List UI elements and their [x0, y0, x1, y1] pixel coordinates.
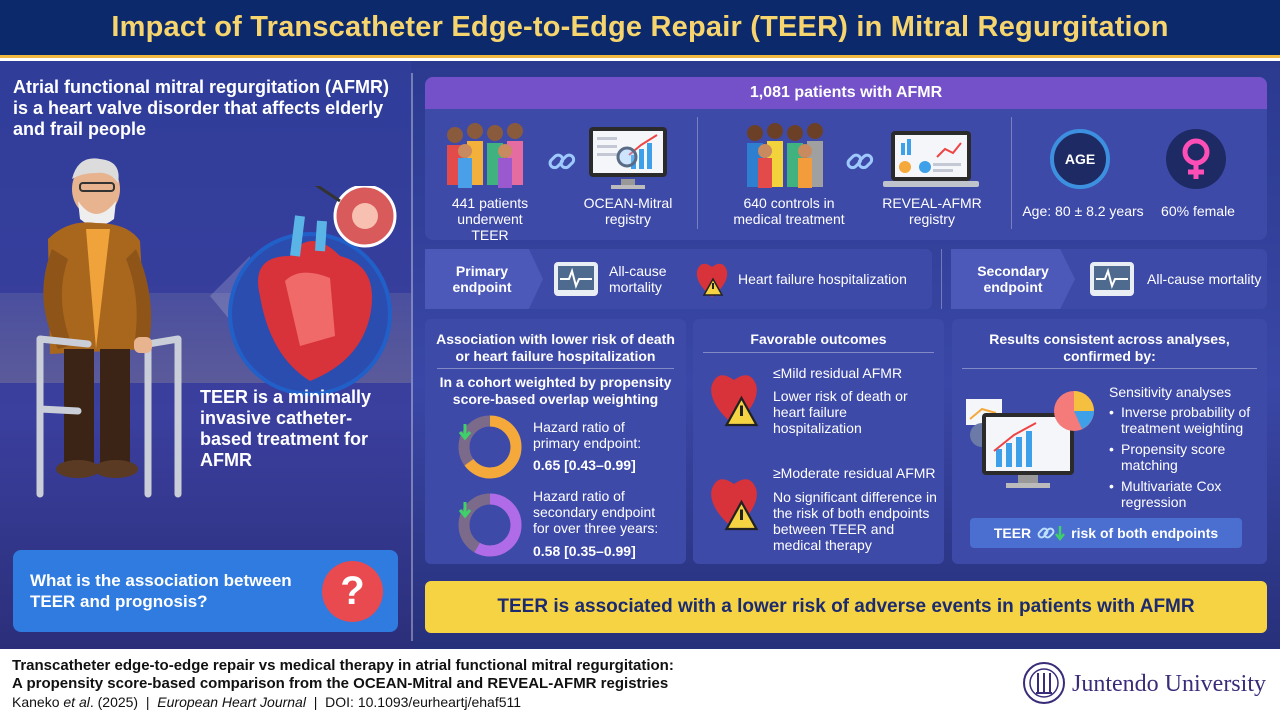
- elderly-man-walker-illustration: [36, 158, 182, 498]
- bullet: •: [1109, 441, 1114, 457]
- list-item-text: Multivariate Cox regression: [1121, 478, 1222, 510]
- group-separator: [1011, 117, 1012, 229]
- heart-anatomy-illustration: [210, 186, 397, 396]
- hazard-ratio-donut-primary: [458, 415, 522, 479]
- teer-description: TEER is a minimally invasive catheter-ba…: [200, 387, 372, 470]
- registry-monitor-chart-icon: [589, 127, 667, 189]
- list-item: • Multivariate Cox regression: [1109, 478, 1264, 510]
- teer-risk-badge: TEER risk of both endpoints: [970, 518, 1242, 548]
- badge-risk-text: risk of both endpoints: [1071, 525, 1219, 541]
- link-down-arrow-icon: [1037, 526, 1066, 542]
- primary-endpoint-tag: [425, 249, 543, 309]
- sensitivity-title: Sensitivity analyses: [1109, 384, 1232, 400]
- group-separator: [697, 117, 698, 229]
- female-label: 60% female: [1161, 203, 1235, 219]
- outcomes-rule: [703, 352, 934, 353]
- secondary-endpoint-tag: [951, 249, 1075, 309]
- mild-afmr-title: ≤Mild residual AFMR: [773, 365, 903, 381]
- registry-laptop-chart-icon: [883, 131, 979, 187]
- hr1-value: 0.65 [0.43–0.99]: [533, 457, 636, 473]
- primary-endpoint-mortality: All-cause mortality: [609, 263, 667, 295]
- main-area: Atrial functional mitral regurgitation (…: [0, 61, 1280, 649]
- university-seal-icon: [1023, 662, 1065, 704]
- list-item-text: Propensity score matching: [1121, 441, 1226, 473]
- hr2-label: Hazard ratio of secondary endpoint for o…: [533, 488, 659, 536]
- question-box: What is the association between TEER and…: [13, 550, 398, 632]
- question-text: What is the association between TEER and…: [30, 571, 292, 611]
- association-subheader: In a cohort weighted by propensity score…: [439, 374, 672, 407]
- citation-authors: Kaneko: [12, 694, 64, 710]
- heart-warning-icon: [696, 263, 728, 297]
- association-rule: [437, 368, 674, 369]
- heart-monitor-icon: [1090, 262, 1134, 296]
- citation-journal: European Heart Journal: [157, 694, 306, 710]
- secondary-endpoint-mortality: All-cause mortality: [1147, 271, 1262, 287]
- teer-group-label: 441 patients underwent TEER: [451, 195, 529, 240]
- vertical-divider: [411, 73, 413, 641]
- people-group-icon: [447, 123, 523, 188]
- left-panel: Atrial functional mitral regurgitation (…: [0, 61, 411, 649]
- population-panel: 1,081 patients with AFMR 441 patients un…: [425, 77, 1267, 240]
- heart-warning-icon: [711, 375, 759, 427]
- citation-year: . (2025) |: [89, 694, 158, 710]
- heart-warning-icon: [711, 479, 759, 531]
- consistency-header: Results consistent across analyses, conf…: [989, 331, 1230, 364]
- badge-teer-text: TEER: [993, 525, 1032, 541]
- heart-monitor-icon: [554, 262, 598, 296]
- primary-endpoint-label: Primary endpoint: [452, 263, 512, 295]
- outcomes-card: Favorable outcomes ≤Mild residual AFMR L…: [693, 319, 944, 564]
- footer: Transcatheter edge-to-edge repair vs med…: [0, 651, 1280, 719]
- ocean-registry-label: OCEAN-Mitral registry: [583, 195, 673, 227]
- citation-reference: Kaneko et al. (2025) | European Heart Jo…: [12, 694, 521, 710]
- citation-doi: | DOI: 10.1093/eurheartj/ehaf511: [305, 694, 522, 710]
- university-logo: Juntendo University: [1022, 659, 1272, 707]
- bullet: •: [1109, 478, 1114, 494]
- moderate-afmr-title: ≥Moderate residual AFMR: [773, 465, 936, 481]
- outcomes-header: Favorable outcomes: [750, 331, 887, 347]
- primary-endpoint-box: Primary endpoint All-cause mortality Hea…: [425, 249, 932, 309]
- hr1-label: Hazard ratio of primary endpoint:: [533, 419, 642, 451]
- afmr-intro-text: Atrial functional mitral regurgitation (…: [13, 77, 389, 139]
- citation-etal: et al: [63, 694, 90, 710]
- sensitivity-list: • Inverse probability of treatment weight…: [1109, 404, 1264, 510]
- association-header: Association with lower risk of death or …: [436, 331, 675, 364]
- university-name: Juntendo University: [1072, 671, 1266, 697]
- hazard-ratio-donut-secondary: [458, 493, 522, 557]
- page-title: Impact of Transcatheter Edge-to-Edge Rep…: [111, 11, 1169, 43]
- citation-title: Transcatheter edge-to-edge repair vs med…: [12, 657, 674, 693]
- link-chain-icon: [548, 153, 576, 170]
- analysis-monitor-chart-icon: [966, 391, 1094, 488]
- secondary-endpoint-box: Secondary endpoint All-cause mortality: [951, 249, 1267, 309]
- control-group-label: 640 controls in medical treatment: [733, 195, 845, 227]
- question-mark-icon: ?: [322, 561, 383, 622]
- reveal-registry-label: REVEAL-AFMR registry: [882, 195, 982, 227]
- endpoint-separator: [941, 249, 942, 309]
- hr2-value: 0.58 [0.35–0.99]: [533, 543, 636, 559]
- female-symbol-icon: [1182, 138, 1210, 179]
- consistency-rule: [962, 368, 1257, 369]
- age-badge-text: AGE: [1064, 151, 1096, 167]
- bullet: •: [1109, 404, 1114, 420]
- citation-title-line1: Transcatheter edge-to-edge repair vs med…: [12, 657, 674, 674]
- endpoints-row: Primary endpoint All-cause mortality Hea…: [425, 249, 1267, 309]
- consistency-card: Results consistent across analyses, conf…: [952, 319, 1267, 564]
- mild-afmr-text: Lower risk of death or heart failure hos…: [773, 388, 908, 436]
- secondary-endpoint-label: Secondary endpoint: [977, 263, 1049, 295]
- list-item: • Inverse probability of treatment weight…: [1109, 404, 1264, 436]
- population-header: 1,081 patients with AFMR: [425, 77, 1267, 109]
- people-group-icon: [747, 123, 823, 188]
- age-label: Age: 80 ± 8.2 years: [1022, 203, 1144, 219]
- link-chain-icon: [846, 153, 874, 170]
- primary-endpoint-hf-hospitalization: Heart failure hospitalization: [738, 271, 907, 287]
- moderate-afmr-text: No significant difference in the risk of…: [773, 489, 937, 553]
- citation-title-line2: A propensity score-based comparison from…: [12, 675, 669, 692]
- list-item: • Propensity score matching: [1109, 441, 1264, 473]
- title-bar: Impact of Transcatheter Edge-to-Edge Rep…: [0, 0, 1280, 58]
- conclusion-banner: TEER is associated with a lower risk of …: [425, 581, 1267, 633]
- female-icon: [1166, 129, 1226, 189]
- age-icon: AGE: [1050, 129, 1110, 189]
- association-card: Association with lower risk of death or …: [425, 319, 686, 564]
- list-item-text: Inverse probability of treatment weighti…: [1121, 404, 1251, 436]
